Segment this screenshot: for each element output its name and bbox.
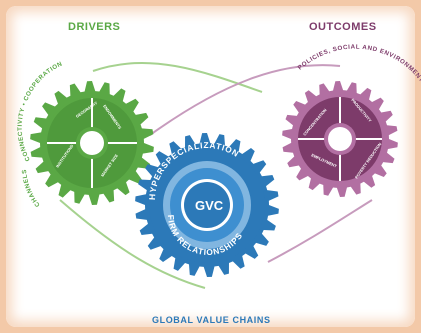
gvc-hub [184, 182, 230, 228]
belt-green-top [92, 62, 263, 93]
drivers-channels-label: CHANNELS [21, 169, 42, 208]
gvc-arrow-band-bottom [163, 205, 251, 249]
gvc-arrow-band-top [163, 161, 251, 205]
drivers-channels-text: CHANNELS [21, 169, 41, 208]
gvc-center-label: GVC [195, 198, 224, 213]
outcomes-title: OUTCOMES [309, 21, 377, 33]
belt-purple-bottom [267, 199, 373, 263]
gvc-gear [135, 133, 279, 277]
drivers-title: DRIVERS [68, 21, 120, 33]
outcomes-gear-hub [328, 127, 352, 151]
outcomes-gear [282, 81, 398, 197]
belt-purple-top [149, 64, 341, 136]
drivers-gear-hub [80, 131, 104, 155]
drivers-gear-ring [45, 96, 139, 190]
outcomes-gear-ring [296, 95, 384, 183]
drivers-gear [30, 81, 154, 205]
belt-green-bottom [59, 199, 206, 289]
gvc-bottom-title: GLOBAL VALUE CHAINS [152, 315, 271, 325]
